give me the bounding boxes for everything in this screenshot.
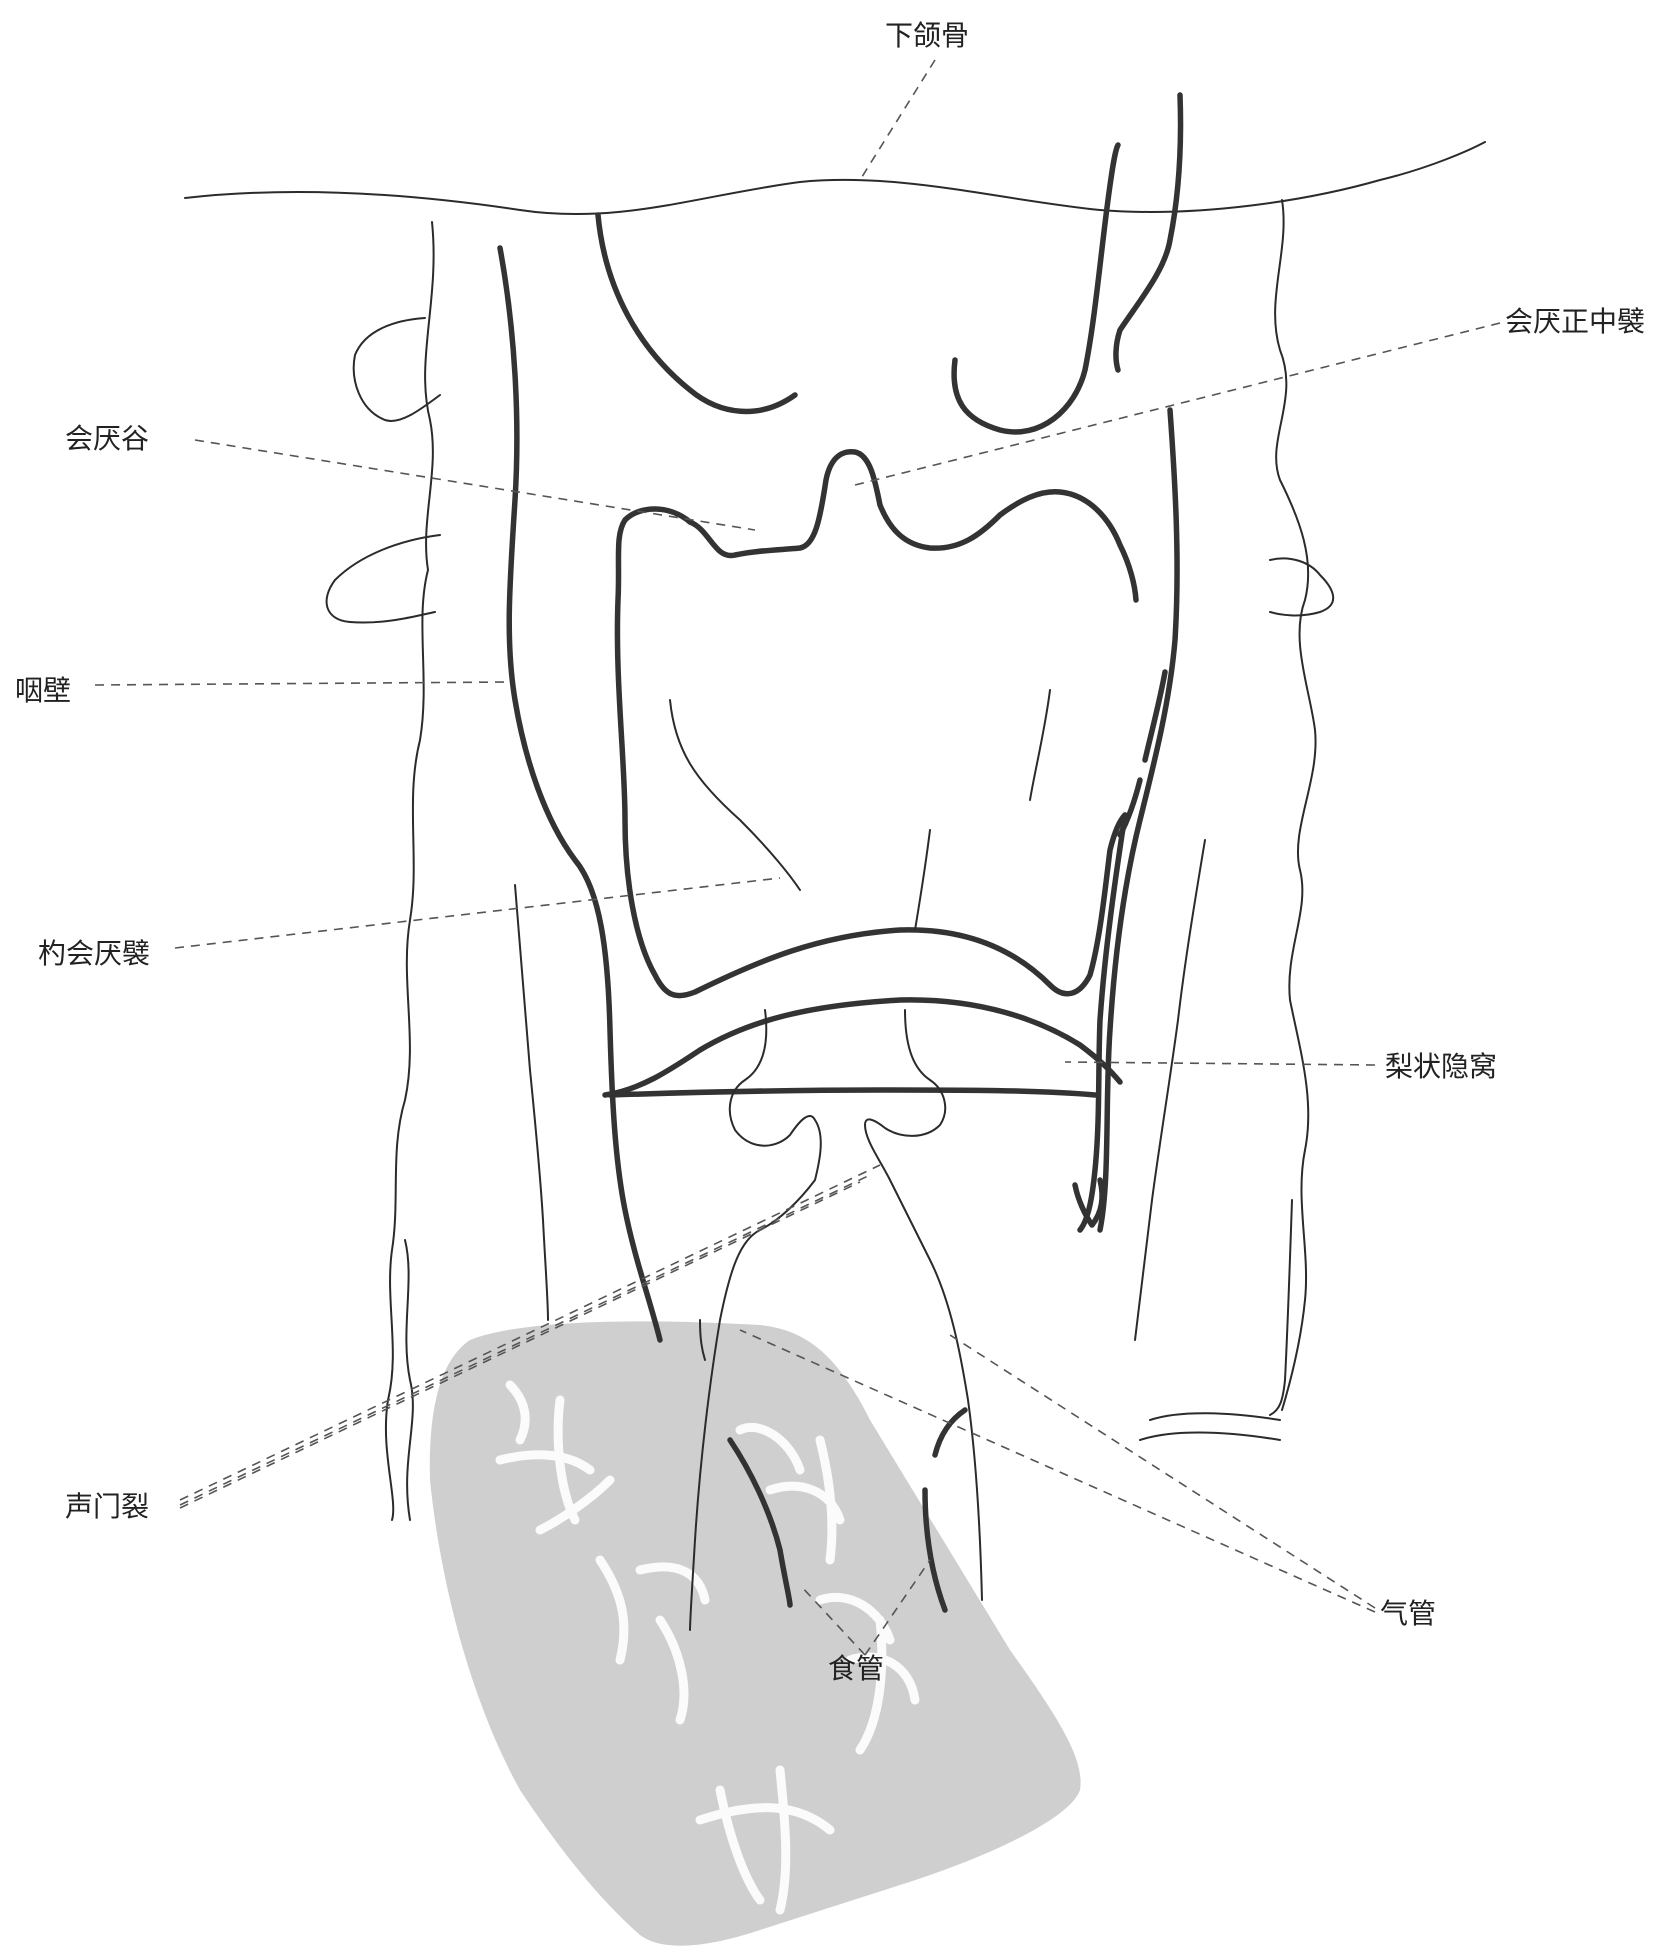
leader-aryepiglottic: [175, 878, 780, 948]
leader-piriform: [1065, 1062, 1375, 1065]
tongue-left-arc: [598, 215, 795, 411]
mandible-line: [185, 142, 1485, 214]
inlet-ring-upper: [605, 1000, 1120, 1095]
epiglottis-inner-right: [1030, 690, 1050, 800]
label-vallecula: 会厌谷: [65, 425, 149, 453]
leader-trachea-1: [950, 1335, 1375, 1608]
leader-pharyngeal-wall: [95, 682, 510, 685]
epiglottis-top: [690, 452, 1136, 600]
label-esophagus: 食管: [828, 1655, 884, 1683]
pharyngeal-wall-left: [500, 248, 660, 1340]
piriform-right-line: [1080, 815, 1125, 1230]
label-epiglottic-median-fold: 会厌正中襞: [1505, 308, 1645, 336]
seal-stamp: [430, 1321, 1081, 1945]
right-bottom-curve: [1150, 1413, 1280, 1420]
epiglottis-outline: [617, 509, 1125, 996]
label-piriform-recess: 梨状隐窝: [1385, 1053, 1497, 1081]
left-outer-contour: [386, 222, 434, 1520]
left-outer-contour-2: [405, 1240, 413, 1520]
epiglottis-inner-center: [915, 830, 930, 930]
label-pharyngeal-wall: 咽壁: [15, 677, 71, 705]
right-outer-contour: [1275, 200, 1315, 1410]
epiglottis-inner-left: [670, 700, 800, 890]
leader-mandible: [860, 60, 935, 180]
right-lobe: [1270, 558, 1333, 615]
label-aryepiglottic-fold: 杓会厌襞: [38, 940, 150, 968]
right-bottom-curve-2: [1140, 1433, 1280, 1441]
label-trachea: 气管: [1380, 1600, 1436, 1628]
label-mandible: 下颌骨: [885, 22, 969, 50]
label-rima-glottidis: 声门裂: [65, 1493, 149, 1521]
tongue-right-arc: [954, 145, 1118, 432]
esophagus-right-thick: [935, 1410, 965, 1455]
leader-vallecula: [195, 440, 755, 530]
right-thin-vertical-1: [1135, 840, 1205, 1340]
left-thin-vertical: [515, 885, 548, 1320]
leader-epiglottic-fold: [855, 323, 1500, 485]
inlet-ring-lower: [610, 1090, 1095, 1095]
hyoid-line-right: [1116, 95, 1181, 370]
